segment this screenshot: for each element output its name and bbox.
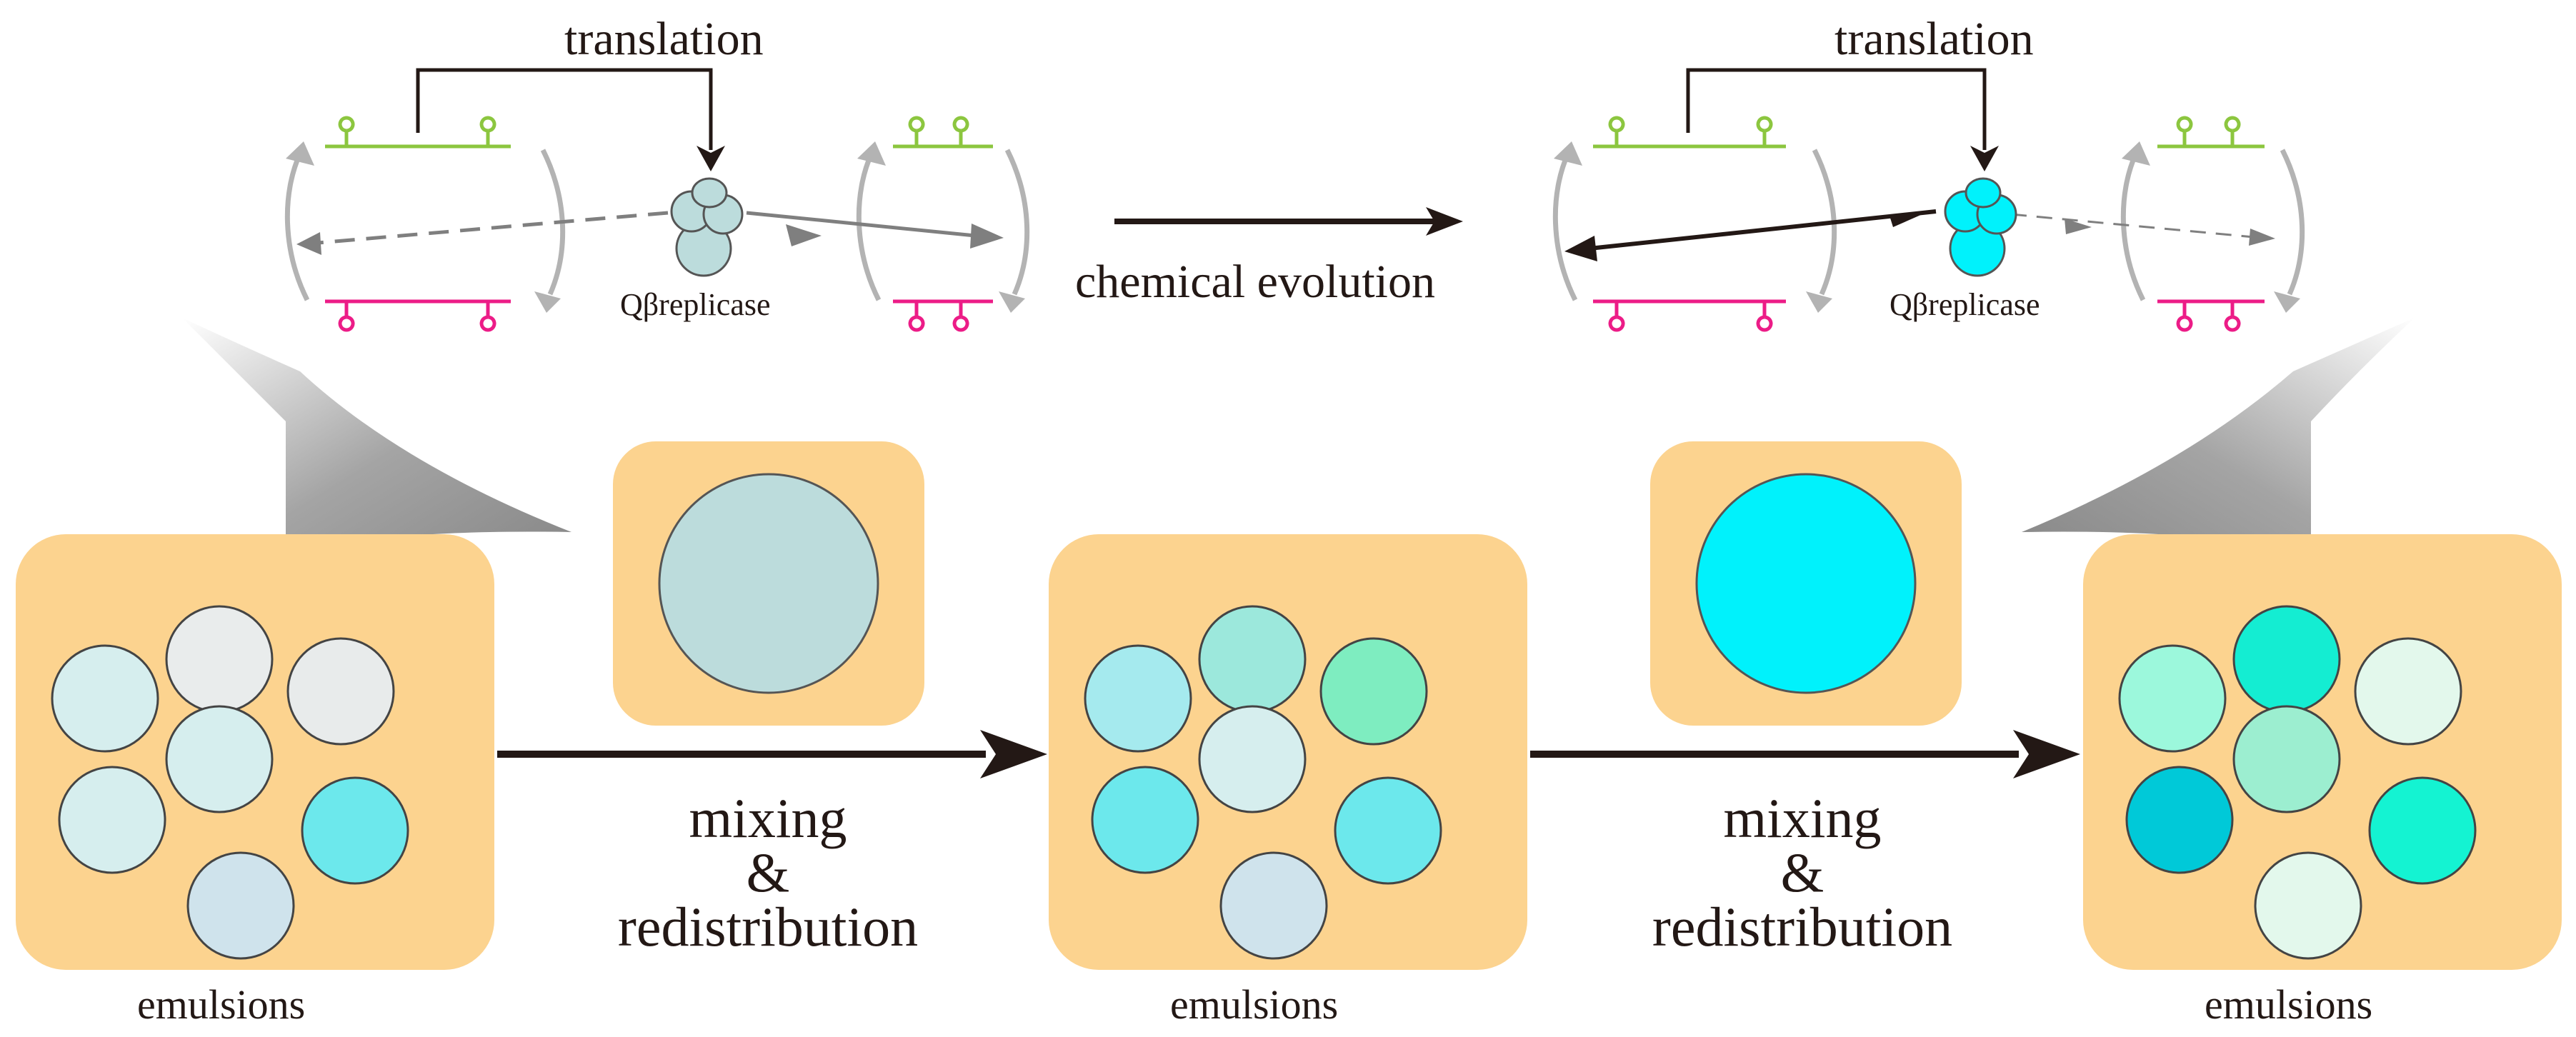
emulsions-label-left: emulsions (137, 981, 306, 1028)
process-arrow-2 (1530, 730, 2080, 778)
recycle-arrows-right (1552, 149, 2305, 301)
emulsion-droplet (2232, 705, 2341, 813)
translation-label-left: translation (564, 13, 764, 65)
translation-label-right: translation (1834, 13, 2034, 65)
translation-arrow-right (1686, 68, 1999, 171)
ampersand-word: & (746, 841, 790, 903)
replicase-label-right: Qβreplicase (1889, 287, 2040, 322)
emulsion-droplet (2118, 644, 2227, 753)
replication-arrows-right (1564, 209, 2275, 261)
emulsion-droplet (1084, 644, 1192, 753)
ampersand-word: & (1780, 841, 1824, 903)
mixing-word: mixing (689, 787, 847, 849)
emulsion-droplet (1334, 776, 1442, 885)
zoom-cone-right (2022, 318, 2415, 557)
emulsion-droplet (186, 851, 295, 960)
replicase-label-left: Qβreplicase (620, 287, 771, 322)
replicase-icon-left (670, 177, 744, 277)
recycle-arrows-left (284, 149, 1030, 301)
emulsion-droplet (2368, 776, 2477, 885)
plus-strand-left (325, 116, 993, 149)
emulsion-droplet (2232, 605, 2341, 713)
emulsion-droplet (51, 644, 159, 753)
plus-strand-right (1593, 116, 2265, 149)
minus-strand-right (1593, 299, 2265, 332)
emulsion-droplet (165, 605, 274, 713)
redistribution-word: redistribution (1652, 896, 1953, 958)
translation-arrow-left (416, 68, 725, 171)
emulsion-droplet (1198, 605, 1307, 713)
emulsion-box-left (16, 534, 494, 970)
replication-unit-left (284, 68, 1030, 332)
mixing-word: mixing (1723, 787, 1882, 849)
emulsion-droplet (2354, 637, 2462, 746)
redistribution-word: redistribution (617, 896, 919, 958)
replication-arrows-left (296, 211, 1004, 255)
emulsion-droplet (1319, 637, 1428, 746)
emulsion-droplet (2125, 766, 2234, 874)
emulsion-box-right (2083, 534, 2562, 970)
emulsion-droplet (1219, 851, 1328, 960)
emulsion-droplet (1198, 705, 1307, 813)
chemical-evolution-label: chemical evolution (1075, 256, 1435, 308)
emulsion-droplet (58, 766, 166, 874)
emulsions-label-right: emulsions (2205, 981, 2373, 1028)
emulsion-box-middle (1049, 534, 1527, 970)
emulsions-label-middle: emulsions (1170, 981, 1339, 1028)
emulsion-droplet (2254, 851, 2362, 960)
emulsion-droplet (286, 637, 395, 746)
zoom-cone-left (182, 318, 571, 557)
replication-unit-right (1552, 68, 2305, 332)
emulsion-droplet (165, 705, 274, 813)
chemical-evolution-arrow (1114, 207, 1463, 236)
mixing-label-2: mixing & redistribution (1592, 787, 2013, 958)
selected-droplet-left (613, 441, 924, 726)
emulsion-droplet (1091, 766, 1199, 874)
replicase-icon-right (1944, 177, 2017, 277)
mixing-label-1: mixing & redistribution (557, 787, 979, 958)
process-arrow-1 (497, 730, 1047, 778)
minus-strand-left (325, 299, 993, 332)
emulsion-droplet (301, 776, 409, 885)
selected-droplet-right (1650, 441, 1962, 726)
